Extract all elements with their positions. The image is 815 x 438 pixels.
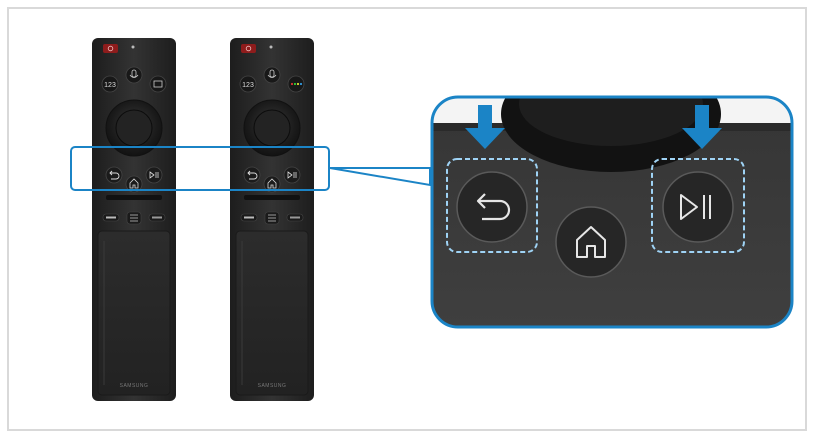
number-pad-icon: 123: [239, 75, 257, 93]
select-button: [115, 109, 153, 147]
power-icon: [103, 44, 118, 53]
back-icon: [243, 166, 261, 184]
illustration-frame: 123: [7, 7, 807, 431]
home-icon: [125, 175, 143, 193]
indicator-light: [269, 45, 273, 49]
remote-control-2: 123: [230, 38, 314, 401]
microphone-icon: [263, 66, 281, 84]
volume-channel-rocker: [244, 195, 300, 200]
color-keys-icon: [287, 75, 305, 93]
streaming-icon: [148, 213, 166, 222]
power-icon: [241, 44, 256, 53]
highlight-box: [70, 146, 330, 191]
home-icon: [263, 175, 281, 193]
netflix-icon: [240, 213, 258, 222]
number-pad-icon: 123: [101, 75, 119, 93]
arrow-down-icon: [682, 105, 722, 149]
remote-control-1: 123: [92, 38, 176, 401]
back-icon: [105, 166, 123, 184]
brand-logo: SAMSUNG: [120, 383, 149, 389]
menu-icon: [264, 211, 280, 225]
play-pause-button-highlight: [651, 158, 745, 253]
svg-text:123: 123: [104, 82, 116, 89]
svg-text:123: 123: [242, 82, 254, 89]
play-pause-icon: [145, 166, 163, 184]
color-keys-icon: [149, 75, 167, 93]
back-icon: [456, 171, 528, 243]
play-pause-icon: [662, 171, 734, 243]
select-button: [253, 109, 291, 147]
indicator-light: [131, 45, 135, 49]
back-button-highlight: [446, 158, 538, 253]
zoom-panel: [430, 95, 794, 329]
menu-icon: [126, 211, 142, 225]
home-icon: [555, 206, 627, 278]
volume-channel-rocker: [106, 195, 162, 200]
streaming-icon: [286, 213, 304, 222]
microphone-icon: [125, 66, 143, 84]
play-pause-icon: [283, 166, 301, 184]
remote-illustration: 123: [70, 38, 794, 401]
netflix-icon: [102, 213, 120, 222]
callout-connector: [329, 167, 431, 187]
brand-logo: SAMSUNG: [258, 383, 287, 389]
arrow-down-icon: [465, 105, 505, 149]
